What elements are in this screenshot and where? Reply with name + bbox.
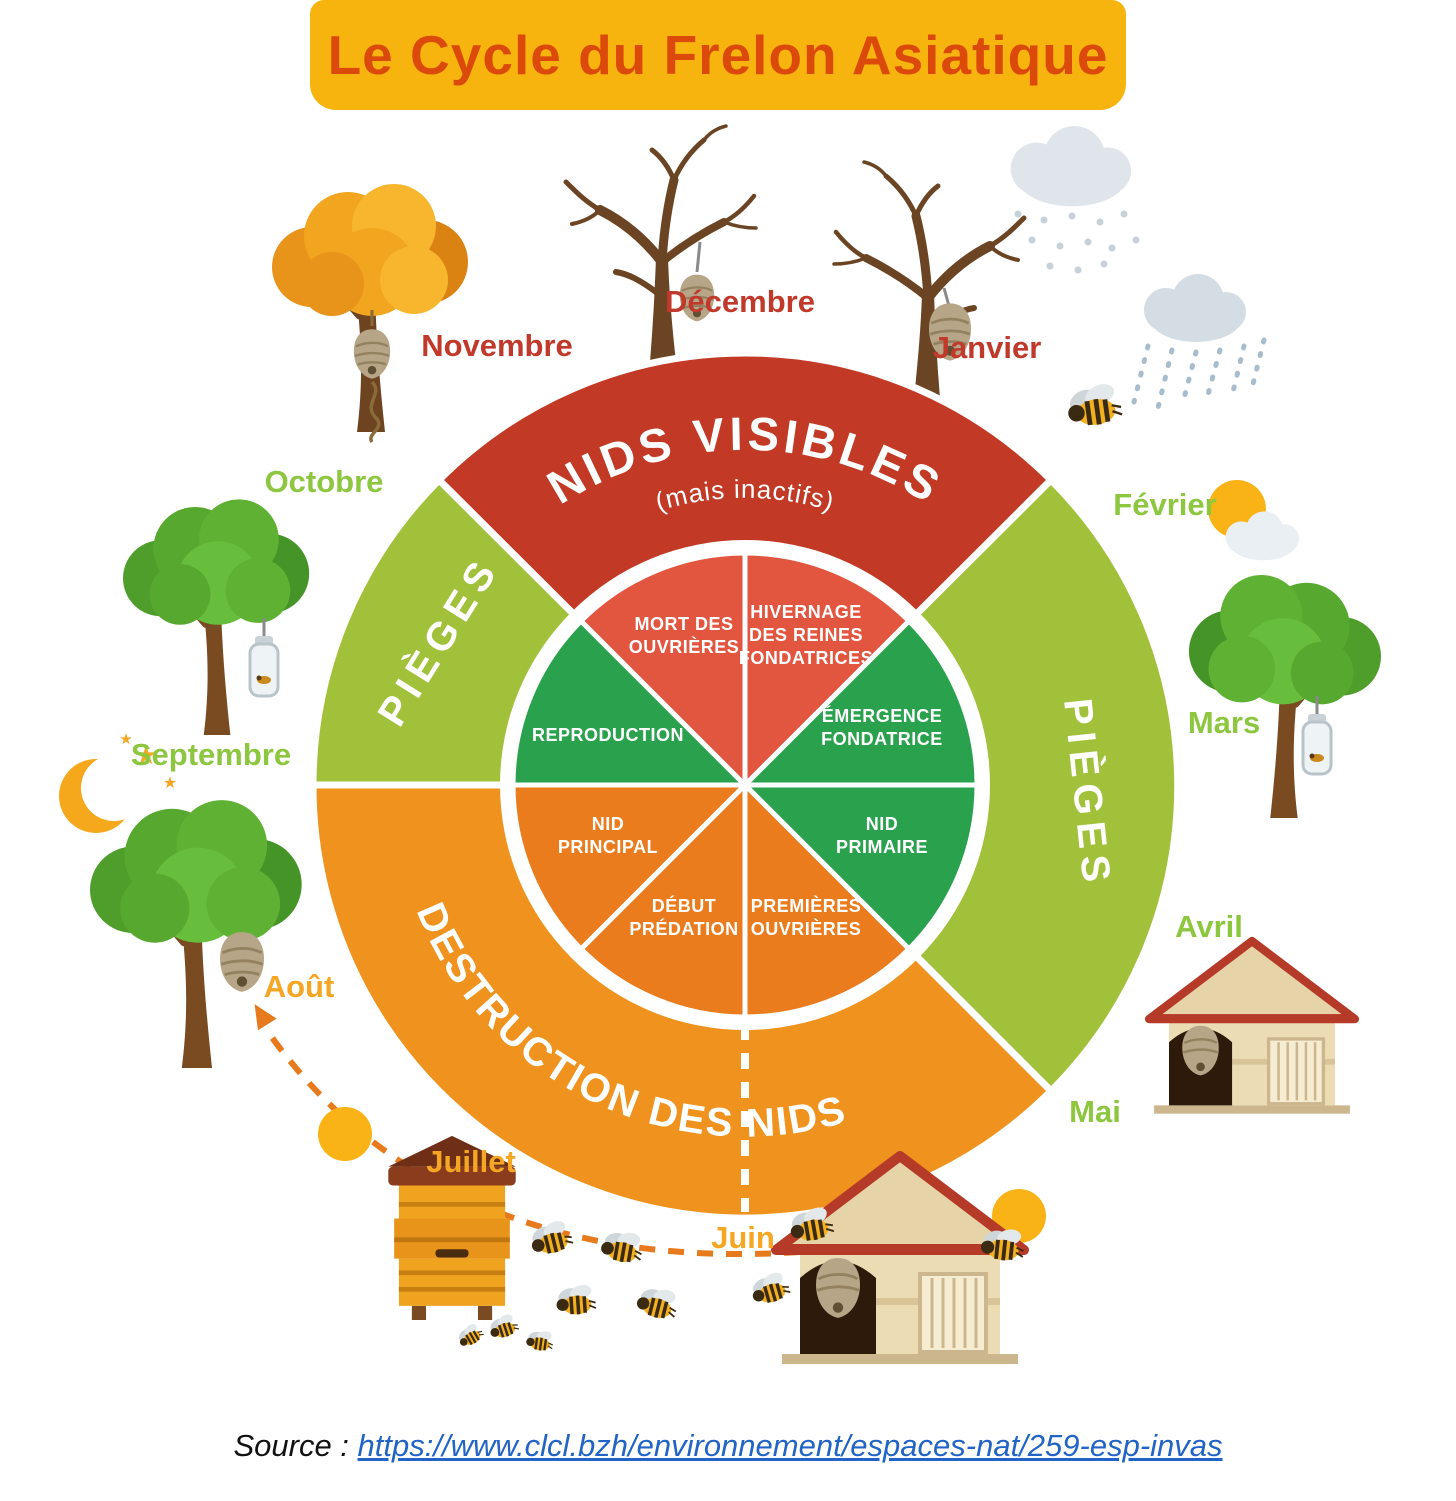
month-label-avril: Avril <box>1175 909 1243 944</box>
label-mort-2: OUVRIÈRES <box>629 636 740 657</box>
month-label-decembre: Décembre <box>665 284 815 319</box>
label-nid-primaire-1: NID <box>866 814 899 834</box>
bare-tree-december <box>566 126 756 362</box>
label-premieres-2: OUVRIÈRES <box>751 918 862 939</box>
bee-icon <box>1064 379 1123 429</box>
star-icon: ★ <box>119 731 132 748</box>
title-banner: Le Cycle du Frelon Asiatique <box>310 0 1126 110</box>
green-tree-with-trap-october <box>123 499 309 735</box>
bee-icon <box>597 1223 648 1267</box>
month-labels: Novembre Décembre Janvier Février Mars A… <box>131 284 1260 1255</box>
hornet-trap-icon <box>1301 694 1333 776</box>
label-hivernage-1: HIVERNAGE <box>750 602 862 622</box>
green-tree-with-nest-august <box>90 800 302 1068</box>
source-line: Source : https://www.clcl.bzh/environnem… <box>0 1428 1456 1464</box>
segment-emergence <box>742 618 980 788</box>
segment-mort-ouvrieres <box>578 550 748 788</box>
month-label-octobre: Octobre <box>265 464 384 499</box>
label-mort-1: MORT DES <box>634 614 733 634</box>
bee-icon <box>553 1280 599 1318</box>
inner-wheel <box>510 550 980 1020</box>
rain-drops <box>1131 337 1267 411</box>
page-title: Le Cycle du Frelon Asiatique <box>327 24 1109 86</box>
background-decorations: ★ ★ ★ <box>59 126 1381 1258</box>
bee-icon <box>524 1326 556 1354</box>
label-nid-principal-2: PRINCIPAL <box>558 837 658 857</box>
label-debut-2: PRÉDATION <box>629 918 738 939</box>
label-premieres-1: PREMIÈRES <box>751 895 862 916</box>
segment-nid-principal <box>510 782 748 952</box>
source-link[interactable]: https://www.clcl.bzh/environnement/espac… <box>357 1428 1223 1463</box>
month-label-aout: Août <box>264 969 335 1004</box>
label-nid-primaire-2: PRIMAIRE <box>836 837 928 857</box>
segment-reproduction <box>510 618 748 788</box>
month-label-mai: Mai <box>1069 1094 1121 1129</box>
label-debut-1: DÉBUT <box>652 895 717 916</box>
autumn-tree-november <box>272 184 468 442</box>
house-with-nest-april <box>1149 941 1355 1114</box>
star-icon: ★ <box>163 775 177 792</box>
label-emergence-1: ÉMERGENCE <box>822 705 943 726</box>
bee-icon <box>745 1266 794 1309</box>
month-label-septembre: Septembre <box>131 737 291 772</box>
source-prefix: Source : <box>233 1428 358 1463</box>
label-hivernage-2: DES REINES <box>749 625 863 645</box>
segment-nid-primaire <box>742 782 980 952</box>
month-label-juillet: Juillet <box>426 1144 516 1179</box>
sun-icon-june <box>992 1189 1046 1243</box>
label-emergence-2: FONDATRICE <box>821 729 943 749</box>
month-label-novembre: Novembre <box>421 328 573 363</box>
label-nid-principal-1: NID <box>592 814 625 834</box>
month-label-janvier: Janvier <box>933 330 1042 365</box>
foreground-decorations <box>318 379 1355 1364</box>
bare-tree-january <box>834 162 1024 398</box>
snow-cloud-icon <box>1010 126 1131 207</box>
bee-icon <box>452 1318 487 1351</box>
hornet-trap-icon <box>248 616 280 698</box>
segment-debut-predation <box>578 782 748 1020</box>
snow-flakes <box>1014 210 1140 274</box>
wheel-center-dot <box>739 779 751 791</box>
inner-segment-labels: HIVERNAGE DES REINES FONDATRICES ÉMERGEN… <box>532 602 943 939</box>
green-tree-with-trap-march <box>1189 575 1381 818</box>
segment-premieres-ouvrieres <box>742 782 912 1020</box>
month-label-mars: Mars <box>1188 705 1260 740</box>
star-icon: ★ <box>134 740 157 770</box>
cycle-wheel: NIDS VISIBLES (mais inactifs) DESTRUCTIO… <box>309 349 1182 1222</box>
sun-icon-july <box>318 1107 372 1161</box>
flight-path-arrowhead-icon <box>254 1004 277 1031</box>
month-label-fevrier: Février <box>1113 487 1216 522</box>
hornet-nest-icon <box>218 930 266 994</box>
rain-cloud-icon <box>1144 274 1246 342</box>
segment-hivernage <box>742 550 912 788</box>
label-reproduction: REPRODUCTION <box>532 725 684 745</box>
label-hivernage-3: FONDATRICES <box>739 648 873 668</box>
crescent-moon-icon: ★ ★ ★ <box>59 731 177 833</box>
month-label-juin: Juin <box>711 1220 775 1255</box>
bee-icon <box>632 1279 683 1324</box>
